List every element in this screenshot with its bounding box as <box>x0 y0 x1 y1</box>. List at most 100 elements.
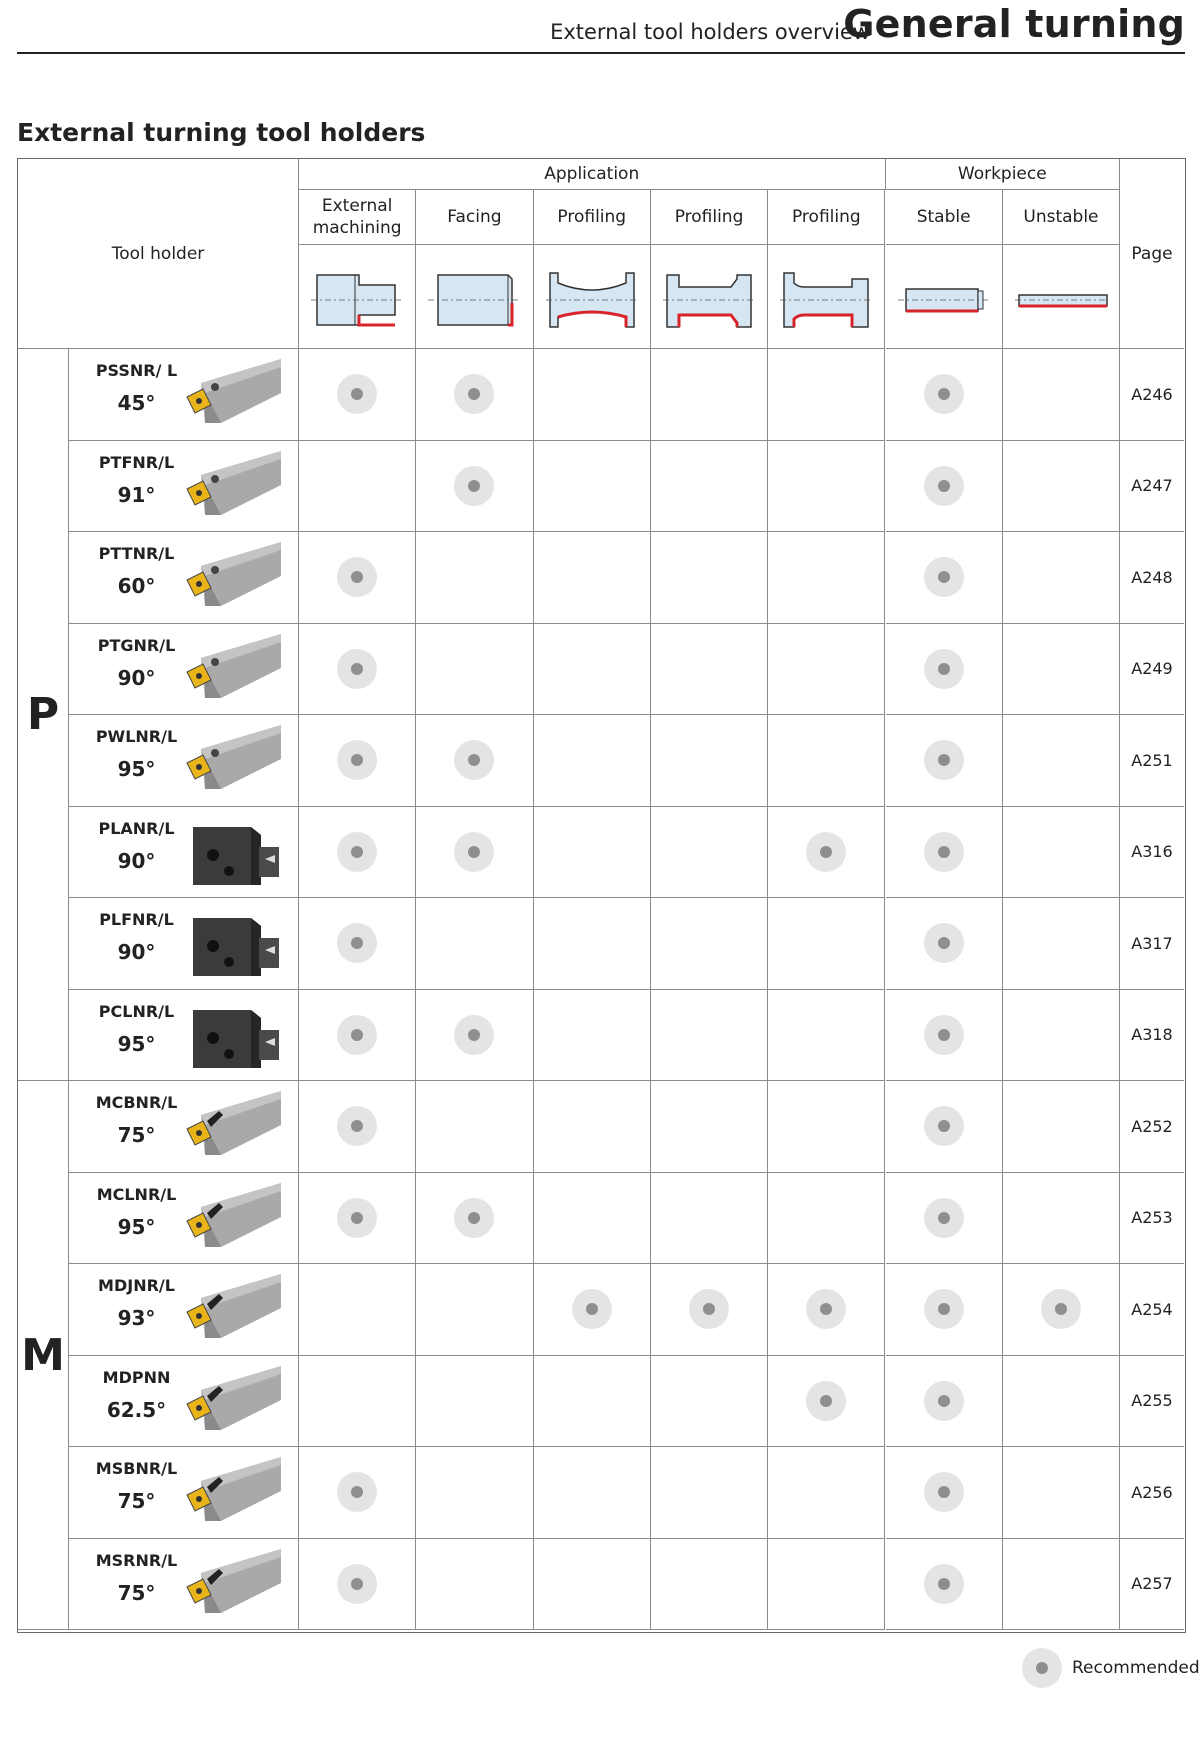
mark-cell <box>533 1538 651 1630</box>
mark-cell <box>650 623 769 715</box>
column-header-6: Unstable <box>1002 190 1121 245</box>
cartridge-holder-icon <box>193 826 279 885</box>
column-header-0: External machining <box>299 190 417 245</box>
mark-cell <box>533 623 651 715</box>
mark-cell <box>650 806 769 898</box>
recommended-dot-icon <box>454 1197 495 1238</box>
recommended-dot-icon <box>454 374 495 415</box>
mark-cell <box>533 1355 651 1447</box>
mark-cell <box>416 440 534 532</box>
recommended-dot-icon <box>923 374 964 415</box>
mark-cell <box>299 440 417 532</box>
mark-cell <box>1002 1447 1121 1539</box>
tool-angle: 75° <box>117 1489 156 1513</box>
column-label: Profiling <box>674 207 744 227</box>
recommended-dot-icon <box>454 1014 495 1055</box>
mark-cell <box>650 989 769 1081</box>
mark-cell <box>650 532 769 624</box>
page-label: Page <box>1131 243 1173 264</box>
page-cell: A246 <box>1120 349 1184 441</box>
legend: Recommended <box>1022 1648 1200 1688</box>
tool-angle: 62.5° <box>106 1397 167 1422</box>
mark-cell <box>533 1264 651 1356</box>
tool-holder-icon <box>186 359 281 423</box>
mark-cell <box>885 989 1003 1081</box>
mark-cell <box>416 532 534 624</box>
recommended-dot-icon <box>337 831 378 872</box>
mark-cell <box>533 989 651 1081</box>
mark-cell <box>533 1172 651 1264</box>
mark-cell <box>533 349 651 441</box>
page-cell: A255 <box>1120 1356 1184 1447</box>
recommended-dot-icon <box>1022 1648 1062 1688</box>
page-cell: A257 <box>1120 1539 1184 1630</box>
mark-cell <box>768 349 886 441</box>
mark-cell <box>650 1264 769 1356</box>
mark-cell <box>1002 1538 1121 1630</box>
mark-cell <box>299 349 417 441</box>
cartridge-holder-icon <box>193 1009 279 1068</box>
tool-model: PSSNR/ L <box>95 361 178 380</box>
tool-model: MCBNR/L <box>95 1093 178 1112</box>
mark-cell <box>650 440 769 532</box>
column-label: External machining <box>312 196 402 238</box>
mark-cell <box>885 440 1003 532</box>
page-ref: A249 <box>1131 659 1173 679</box>
page-ref: A251 <box>1131 750 1173 770</box>
mark-cell <box>416 1447 534 1539</box>
mark-cell <box>416 1172 534 1264</box>
column-label: Profiling <box>791 207 861 227</box>
recommended-dot-icon <box>1040 1289 1081 1330</box>
group-P: P <box>18 349 69 1081</box>
mark-cell <box>885 349 1003 441</box>
recommended-dot-icon <box>689 1289 730 1330</box>
tool-model: PTTNR/L <box>98 544 175 563</box>
mark-cell <box>1002 1264 1121 1356</box>
mark-cell <box>650 1081 769 1173</box>
column-icon-cell-2 <box>533 245 651 349</box>
mark-cell <box>885 1081 1003 1173</box>
tool-angle: 90° <box>117 665 156 690</box>
facing-icon <box>428 273 521 326</box>
tool-model: MDJNR/L <box>98 1276 175 1295</box>
recommended-dot-icon <box>923 465 964 506</box>
recommended-dot-icon <box>923 1106 964 1147</box>
page-ref: A248 <box>1131 567 1173 587</box>
tool-model: PLANR/L <box>98 818 175 838</box>
recommended-dot-icon <box>923 1289 964 1330</box>
column-icon-cell-6 <box>1002 245 1121 349</box>
column-label: Stable <box>916 207 971 227</box>
mark-cell <box>1002 440 1121 532</box>
mark-cell <box>650 349 769 441</box>
mark-cell <box>299 623 417 715</box>
page-cell: A247 <box>1120 441 1184 532</box>
mark-cell <box>533 806 651 898</box>
tool-holder-icon <box>186 1182 281 1247</box>
mark-cell <box>533 898 651 990</box>
page-cell: A251 <box>1120 715 1184 807</box>
mark-cell <box>1002 989 1121 1081</box>
mark-cell <box>885 1538 1003 1630</box>
page-cell: A249 <box>1120 624 1184 715</box>
page-ref: A255 <box>1131 1391 1173 1411</box>
mark-cell <box>1002 898 1121 990</box>
profiling-groove-icon <box>663 273 756 328</box>
mark-cell <box>885 623 1003 715</box>
recommended-dot-icon <box>923 740 964 781</box>
stable-workpiece-icon <box>897 287 990 312</box>
header-title: General turning <box>843 2 1185 46</box>
mark-cell <box>416 349 534 441</box>
mark-cell <box>885 715 1003 807</box>
workpiece-header: Workpiece <box>885 159 1121 190</box>
recommended-dot-icon <box>571 1289 612 1330</box>
mark-cell <box>768 1172 886 1264</box>
mark-cell <box>1002 532 1121 624</box>
mark-cell <box>885 532 1003 624</box>
column-label: Facing <box>447 207 502 227</box>
profiling-concave-icon <box>545 271 638 328</box>
mark-cell <box>416 1355 534 1447</box>
mark-cell <box>533 715 651 807</box>
tool-angle: 90° <box>117 848 156 873</box>
